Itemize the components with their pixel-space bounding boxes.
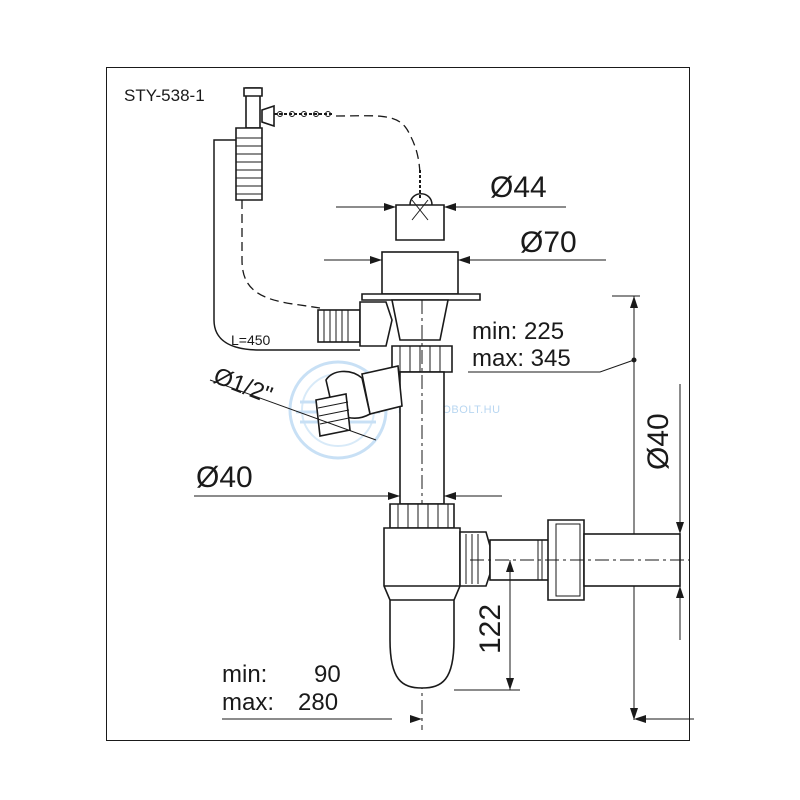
label-d40-left: Ø40 [196, 461, 253, 494]
overflow-cable [213, 139, 360, 351]
label-depth-min: min: [222, 661, 267, 688]
outlet-flange [361, 251, 481, 341]
height-dimension-line [612, 295, 640, 720]
label-d44: Ø44 [490, 171, 547, 204]
label-d70: Ø70 [520, 226, 577, 259]
label-d-half: Ø1/2" [210, 362, 276, 409]
dimension-trap-height: 122 [454, 560, 520, 691]
chain [274, 111, 421, 200]
value-depth-min: 90 [314, 661, 341, 688]
label-height-min: min: 225 [472, 318, 564, 345]
label-cable-length: L=450 [231, 332, 271, 348]
label-height-max: max: 345 [472, 345, 571, 372]
dimension-d70: Ø70 [324, 226, 606, 264]
plug [395, 193, 445, 241]
dimension-d44: Ø44 [336, 171, 566, 211]
main-pipe [391, 300, 453, 730]
dimension-d40-side: Ø40 [642, 384, 684, 640]
trap-body [383, 503, 461, 689]
label-d40-side: Ø40 [642, 413, 675, 470]
label-depth-max: max: [222, 689, 274, 716]
height-range-text: min: 225 max: 345 [468, 318, 637, 373]
dimension-d40-left: Ø40 [194, 461, 502, 500]
drawing-frame [106, 67, 690, 741]
trap-outlet [459, 519, 690, 601]
overflow-connector [317, 301, 393, 347]
model-code: STY-538-1 [124, 86, 205, 105]
overflow-head [235, 87, 275, 201]
depth-range: min: 90 max: 280 [222, 661, 694, 723]
side-inlet [315, 365, 403, 437]
label-trap-height: 122 [474, 604, 507, 654]
value-depth-max: 280 [298, 689, 338, 716]
